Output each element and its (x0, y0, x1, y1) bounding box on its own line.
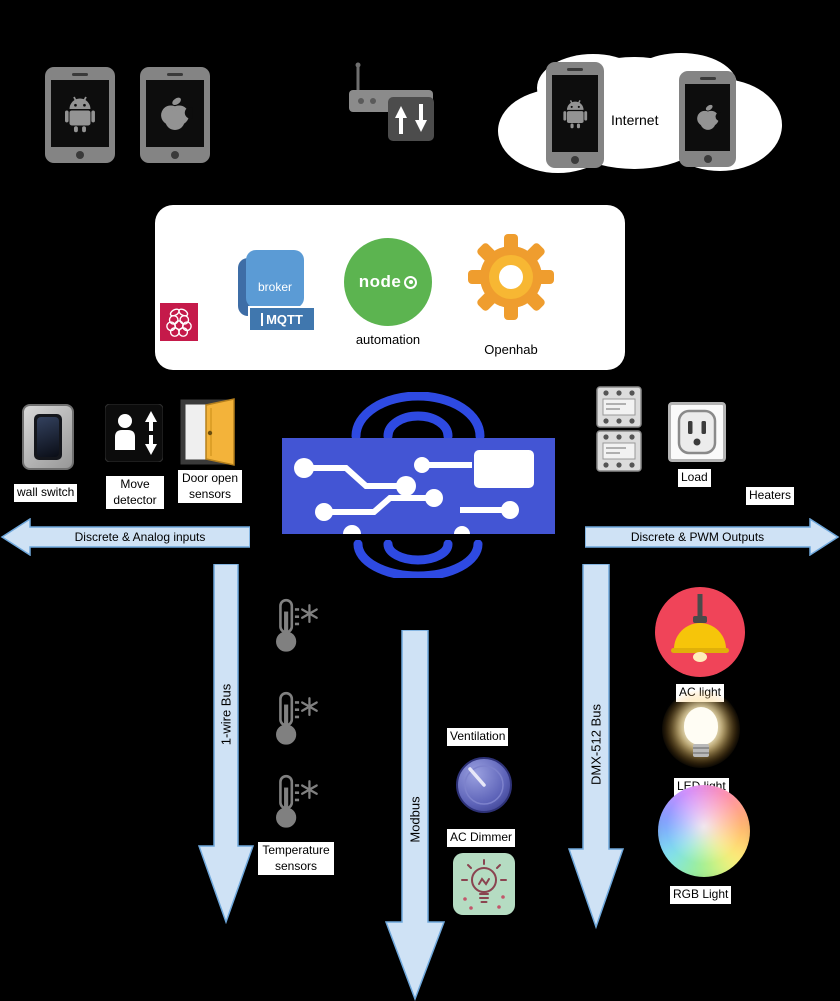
phone-speaker (567, 68, 583, 71)
node-label: node (358, 272, 402, 291)
apple-logo-icon (694, 102, 722, 132)
phone-screen (685, 84, 730, 151)
fan-knob-icon (456, 757, 512, 813)
phone-home-button (571, 156, 579, 164)
android-robot-icon (561, 98, 590, 129)
load-label: Load (678, 469, 711, 487)
phone-home-button (76, 151, 84, 159)
thermometer-icon (276, 691, 318, 745)
apple-phone-icon (679, 71, 736, 167)
led-bulb-glass (684, 707, 718, 745)
phone-screen (51, 80, 109, 147)
node-registered-icon (404, 275, 418, 289)
openhab-label: Openhab (484, 342, 538, 357)
rgb-circle-icon (658, 785, 750, 877)
relay-module-icon (596, 430, 642, 472)
android-phone-icon (546, 62, 604, 168)
broker-label: broker (257, 280, 292, 294)
ventilation-label: Ventilation (447, 728, 509, 746)
temperature-sensors-label: Temperature sensors (258, 842, 334, 876)
apple-phone-icon (140, 67, 210, 163)
openhab-gear-icon (468, 234, 554, 320)
ac-dimmer-label: AC Dimmer (447, 829, 515, 847)
phone-screen (146, 80, 204, 147)
dimmer-bulb-icon (453, 853, 515, 915)
apple-logo-icon (157, 94, 193, 133)
gateway-software-panel: broker MQTT node automation (155, 205, 625, 370)
android-phone-icon (45, 67, 115, 163)
mqtt-label: MQTT (266, 311, 303, 327)
thermometer-icon (276, 598, 318, 652)
phone-screen (552, 75, 598, 152)
inputs-arrow-label: Discrete & Analog inputs (74, 530, 206, 544)
door-sensors-label: Door open sensors (178, 470, 242, 504)
rgb-light-label: RGB Light (670, 886, 732, 904)
wall-switch-label: wall switch (14, 484, 78, 502)
pendant-lamp-icon (655, 587, 745, 677)
led-bulb-base (693, 744, 709, 757)
outputs-arrow-label: Discrete & PWM Outputs (630, 530, 765, 544)
heaters-label: Heaters (746, 487, 795, 505)
modbus-label: Modbus (407, 796, 423, 843)
circuit-board-icon (282, 438, 555, 534)
rgb-sheen (658, 785, 750, 877)
dmx-bus-label: DMX-512 Bus (588, 704, 604, 785)
android-robot-icon (62, 94, 98, 133)
automation-label: automation (355, 332, 421, 347)
one-wire-bus-arrow (198, 564, 254, 924)
raspberry-pi-logo (160, 303, 198, 341)
modbus-arrow (385, 630, 445, 1001)
phone-home-button (703, 155, 712, 163)
outputs-arrow (585, 518, 840, 556)
wall-switch-icon (22, 404, 74, 470)
one-wire-bus-label: 1-wire Bus (218, 683, 234, 746)
dmx-bus-arrow (568, 564, 624, 930)
mqtt-broker-note: broker (246, 250, 304, 308)
power-socket-icon (668, 402, 726, 462)
router-icon (349, 62, 434, 141)
phone-speaker (699, 77, 716, 80)
door-open-icon (180, 398, 235, 466)
wall-switch-rocker (34, 414, 62, 460)
mqtt-broker-icon: broker MQTT (238, 250, 318, 336)
relay-module-icon (596, 386, 642, 428)
mqtt-bar-glyph (261, 312, 264, 326)
inputs-arrow (0, 518, 250, 556)
motion-detector-icon (105, 404, 163, 462)
wifi-waves-icon (351, 392, 485, 438)
thermometer-icon (276, 774, 318, 828)
move-detector-label: Move detector (106, 476, 164, 510)
phone-home-button (171, 151, 179, 159)
phone-speaker (72, 73, 88, 76)
mqtt-tag: MQTT (248, 306, 316, 332)
phone-speaker (167, 73, 183, 76)
led-bulb-icon (662, 690, 740, 776)
node-red-logo: node (344, 238, 432, 326)
wifi-waves-icon (353, 540, 483, 578)
internet-label: Internet (611, 112, 659, 128)
